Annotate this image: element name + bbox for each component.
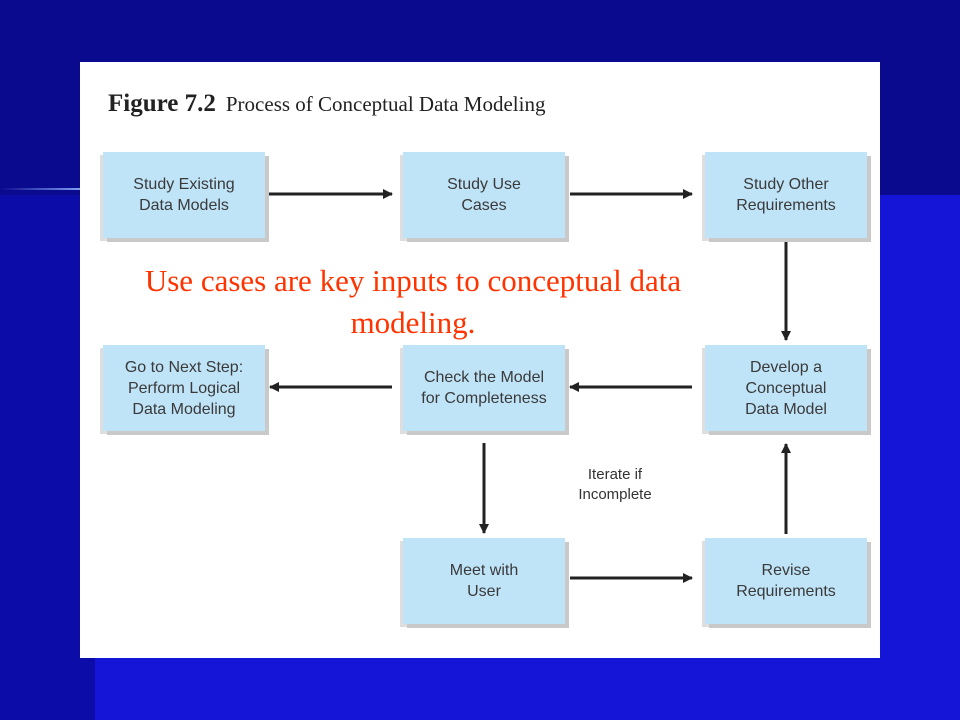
slide-background-left	[0, 195, 95, 720]
figure-caption: Process of Conceptual Data Modeling	[225, 92, 546, 116]
slide-note: Use cases are key inputs to conceptual d…	[144, 263, 682, 340]
iterate-label: Iterate if Incomplete	[578, 466, 652, 503]
box-develop-conceptual-model: Develop a Conceptual Data Model	[705, 345, 867, 431]
figure-number: Figure 7.2	[108, 90, 216, 117]
box-check-model: Check the Model for Completeness	[403, 345, 565, 431]
decorative-line	[0, 188, 90, 190]
figure-title: Figure 7.2 Process of Conceptual Data Mod…	[108, 90, 545, 118]
box-study-other-requirements: Study Other Requirements	[705, 152, 867, 238]
box-meet-with-user: Meet with User	[403, 538, 565, 624]
box-go-to-next-step: Go to Next Step: Perform Logical Data Mo…	[103, 345, 265, 431]
box-study-existing-data-models: Study Existing Data Models	[103, 152, 265, 238]
box-revise-requirements: Revise Requirements	[705, 538, 867, 624]
box-study-use-cases: Study Use Cases	[403, 152, 565, 238]
